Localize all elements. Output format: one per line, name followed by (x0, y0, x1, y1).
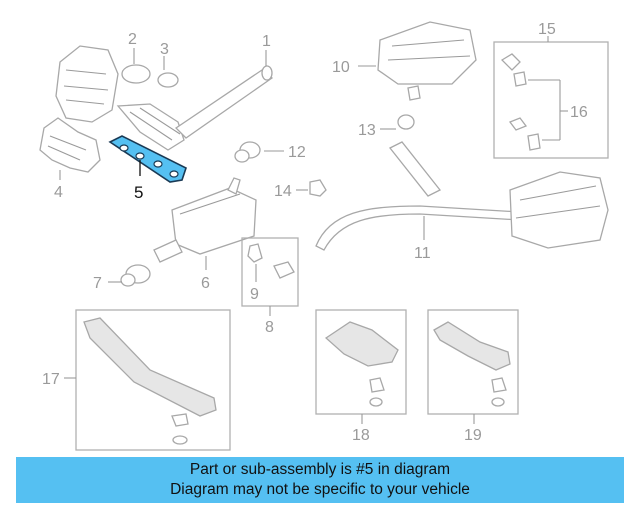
info-banner: Part or sub-assembly is #5 in diagram Di… (16, 457, 624, 503)
callout-8: 8 (265, 319, 274, 336)
callout-9: 9 (250, 286, 259, 303)
part-15-16-box (493, 36, 609, 159)
part-5-highlighted (108, 135, 187, 183)
callout-19: 19 (464, 427, 482, 444)
part-10-rear-muffler (358, 21, 477, 101)
callout-7: 7 (93, 275, 102, 292)
callout-10: 10 (332, 59, 350, 76)
callout-14: 14 (274, 183, 292, 200)
callout-6: 6 (201, 275, 210, 292)
callout-1: 1 (262, 33, 271, 50)
part-6-front-muffler (153, 177, 257, 270)
callout-5: 5 (134, 183, 143, 202)
callout-17: 17 (42, 371, 60, 388)
callout-16: 16 (570, 104, 588, 121)
part-19-box (427, 309, 519, 424)
part-18-box (315, 309, 407, 424)
callout-13: 13 (358, 122, 376, 139)
part-13-clamp (380, 114, 415, 130)
banner-line-2: Diagram may not be specific to your vehi… (170, 481, 470, 498)
part-8-9-box (241, 237, 299, 316)
part-14-hanger (296, 179, 327, 197)
part-11-center-pipe (315, 141, 609, 251)
part-12-sleeve (234, 141, 284, 163)
part-17-box (64, 309, 231, 451)
callout-4: 4 (54, 184, 63, 201)
callout-labels: 1 2 3 4 5 6 7 8 9 10 11 12 13 14 15 16 1… (42, 21, 588, 444)
callout-18: 18 (352, 427, 370, 444)
callout-3: 3 (160, 41, 169, 58)
banner-line-1: Part or sub-assembly is #5 in diagram (189, 461, 451, 478)
callout-2: 2 (128, 31, 137, 48)
leader-lines (133, 48, 267, 70)
exhaust-parts-diagram: 1 2 3 4 5 6 7 8 9 10 11 12 13 14 15 16 1… (39, 21, 609, 451)
callout-12: 12 (288, 144, 306, 161)
part-1-front-pipe (174, 65, 274, 139)
part-7-clamp (108, 264, 151, 287)
callout-15: 15 (538, 21, 556, 38)
callout-11: 11 (414, 245, 431, 262)
part-4-heat-shield (39, 117, 101, 180)
catalytic-converter (55, 45, 185, 151)
